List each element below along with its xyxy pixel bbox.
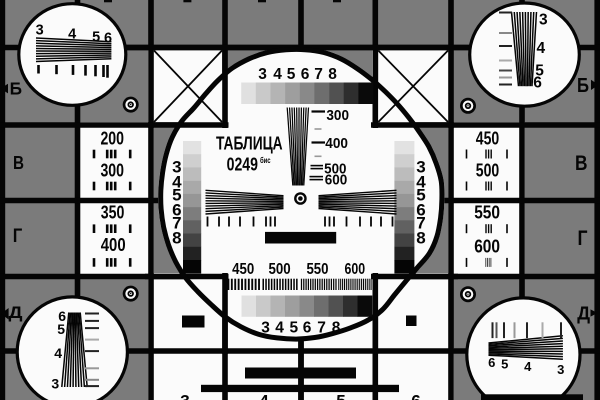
- svg-text:7: 7: [317, 320, 326, 337]
- svg-text:350: 350: [101, 203, 125, 223]
- svg-text:8: 8: [172, 229, 181, 248]
- svg-text:4: 4: [68, 27, 76, 43]
- svg-text:3: 3: [172, 158, 181, 177]
- svg-text:4: 4: [273, 66, 282, 83]
- svg-text:Д: Д: [9, 303, 23, 322]
- svg-text:3: 3: [539, 11, 548, 28]
- svg-text:3: 3: [36, 22, 44, 38]
- svg-text:6: 6: [488, 355, 495, 370]
- svg-text:450: 450: [476, 129, 499, 149]
- svg-text:ТАБЛИЦА: ТАБЛИЦА: [216, 132, 283, 153]
- svg-text:Д: Д: [577, 304, 590, 324]
- svg-text:3: 3: [51, 375, 59, 391]
- svg-text:Г: Г: [13, 225, 23, 247]
- svg-text:8: 8: [416, 229, 425, 248]
- svg-text:6: 6: [172, 201, 181, 220]
- svg-text:Б: Б: [577, 75, 589, 97]
- svg-text:4: 4: [54, 345, 62, 361]
- svg-text:5: 5: [92, 29, 100, 45]
- svg-text:600: 600: [474, 236, 500, 256]
- svg-text:Г: Г: [578, 227, 588, 250]
- svg-text:0249: 0249: [227, 154, 258, 175]
- svg-text:600: 600: [345, 261, 366, 278]
- svg-text:6: 6: [533, 75, 542, 92]
- svg-text:5: 5: [416, 186, 425, 205]
- svg-text:500: 500: [324, 160, 346, 177]
- svg-text:6: 6: [104, 31, 112, 47]
- svg-text:7: 7: [314, 66, 323, 83]
- svg-text:5: 5: [336, 392, 345, 400]
- svg-text:500: 500: [476, 160, 499, 180]
- svg-text:5: 5: [535, 62, 544, 79]
- svg-text:8: 8: [328, 66, 337, 83]
- svg-text:5: 5: [172, 186, 181, 205]
- svg-text:6: 6: [416, 201, 425, 220]
- svg-text:300: 300: [326, 107, 349, 124]
- svg-text:4: 4: [259, 392, 269, 400]
- svg-text:6: 6: [411, 392, 420, 400]
- svg-text:3: 3: [416, 158, 425, 177]
- svg-text:3: 3: [258, 66, 267, 83]
- svg-text:6: 6: [303, 320, 312, 337]
- svg-text:500: 500: [269, 261, 291, 278]
- svg-text:4: 4: [172, 173, 182, 192]
- svg-text:300: 300: [100, 160, 124, 180]
- svg-text:550: 550: [306, 261, 328, 278]
- svg-text:400: 400: [325, 135, 348, 152]
- svg-text:3: 3: [261, 320, 270, 337]
- svg-text:8: 8: [332, 320, 341, 337]
- svg-text:3: 3: [557, 362, 564, 377]
- svg-text:7: 7: [172, 214, 181, 233]
- svg-text:4: 4: [275, 320, 284, 337]
- svg-text:5: 5: [501, 356, 508, 371]
- svg-text:550: 550: [474, 203, 500, 223]
- svg-text:4: 4: [416, 173, 426, 192]
- svg-text:3: 3: [180, 392, 189, 400]
- svg-text:бис: бис: [260, 156, 271, 165]
- svg-text:7: 7: [416, 214, 425, 233]
- svg-text:4: 4: [536, 40, 545, 57]
- svg-text:6: 6: [301, 66, 310, 83]
- svg-text:В: В: [13, 153, 24, 173]
- svg-text:5: 5: [57, 321, 65, 337]
- svg-text:600: 600: [325, 171, 348, 188]
- svg-text:5: 5: [287, 66, 296, 83]
- svg-text:450: 450: [232, 261, 254, 278]
- svg-text:В: В: [575, 152, 588, 175]
- svg-text:5: 5: [289, 320, 298, 337]
- svg-text:4: 4: [524, 359, 532, 374]
- svg-text:Б: Б: [10, 79, 22, 99]
- svg-text:200: 200: [100, 129, 124, 149]
- svg-text:400: 400: [101, 235, 126, 255]
- svg-text:6: 6: [58, 308, 66, 324]
